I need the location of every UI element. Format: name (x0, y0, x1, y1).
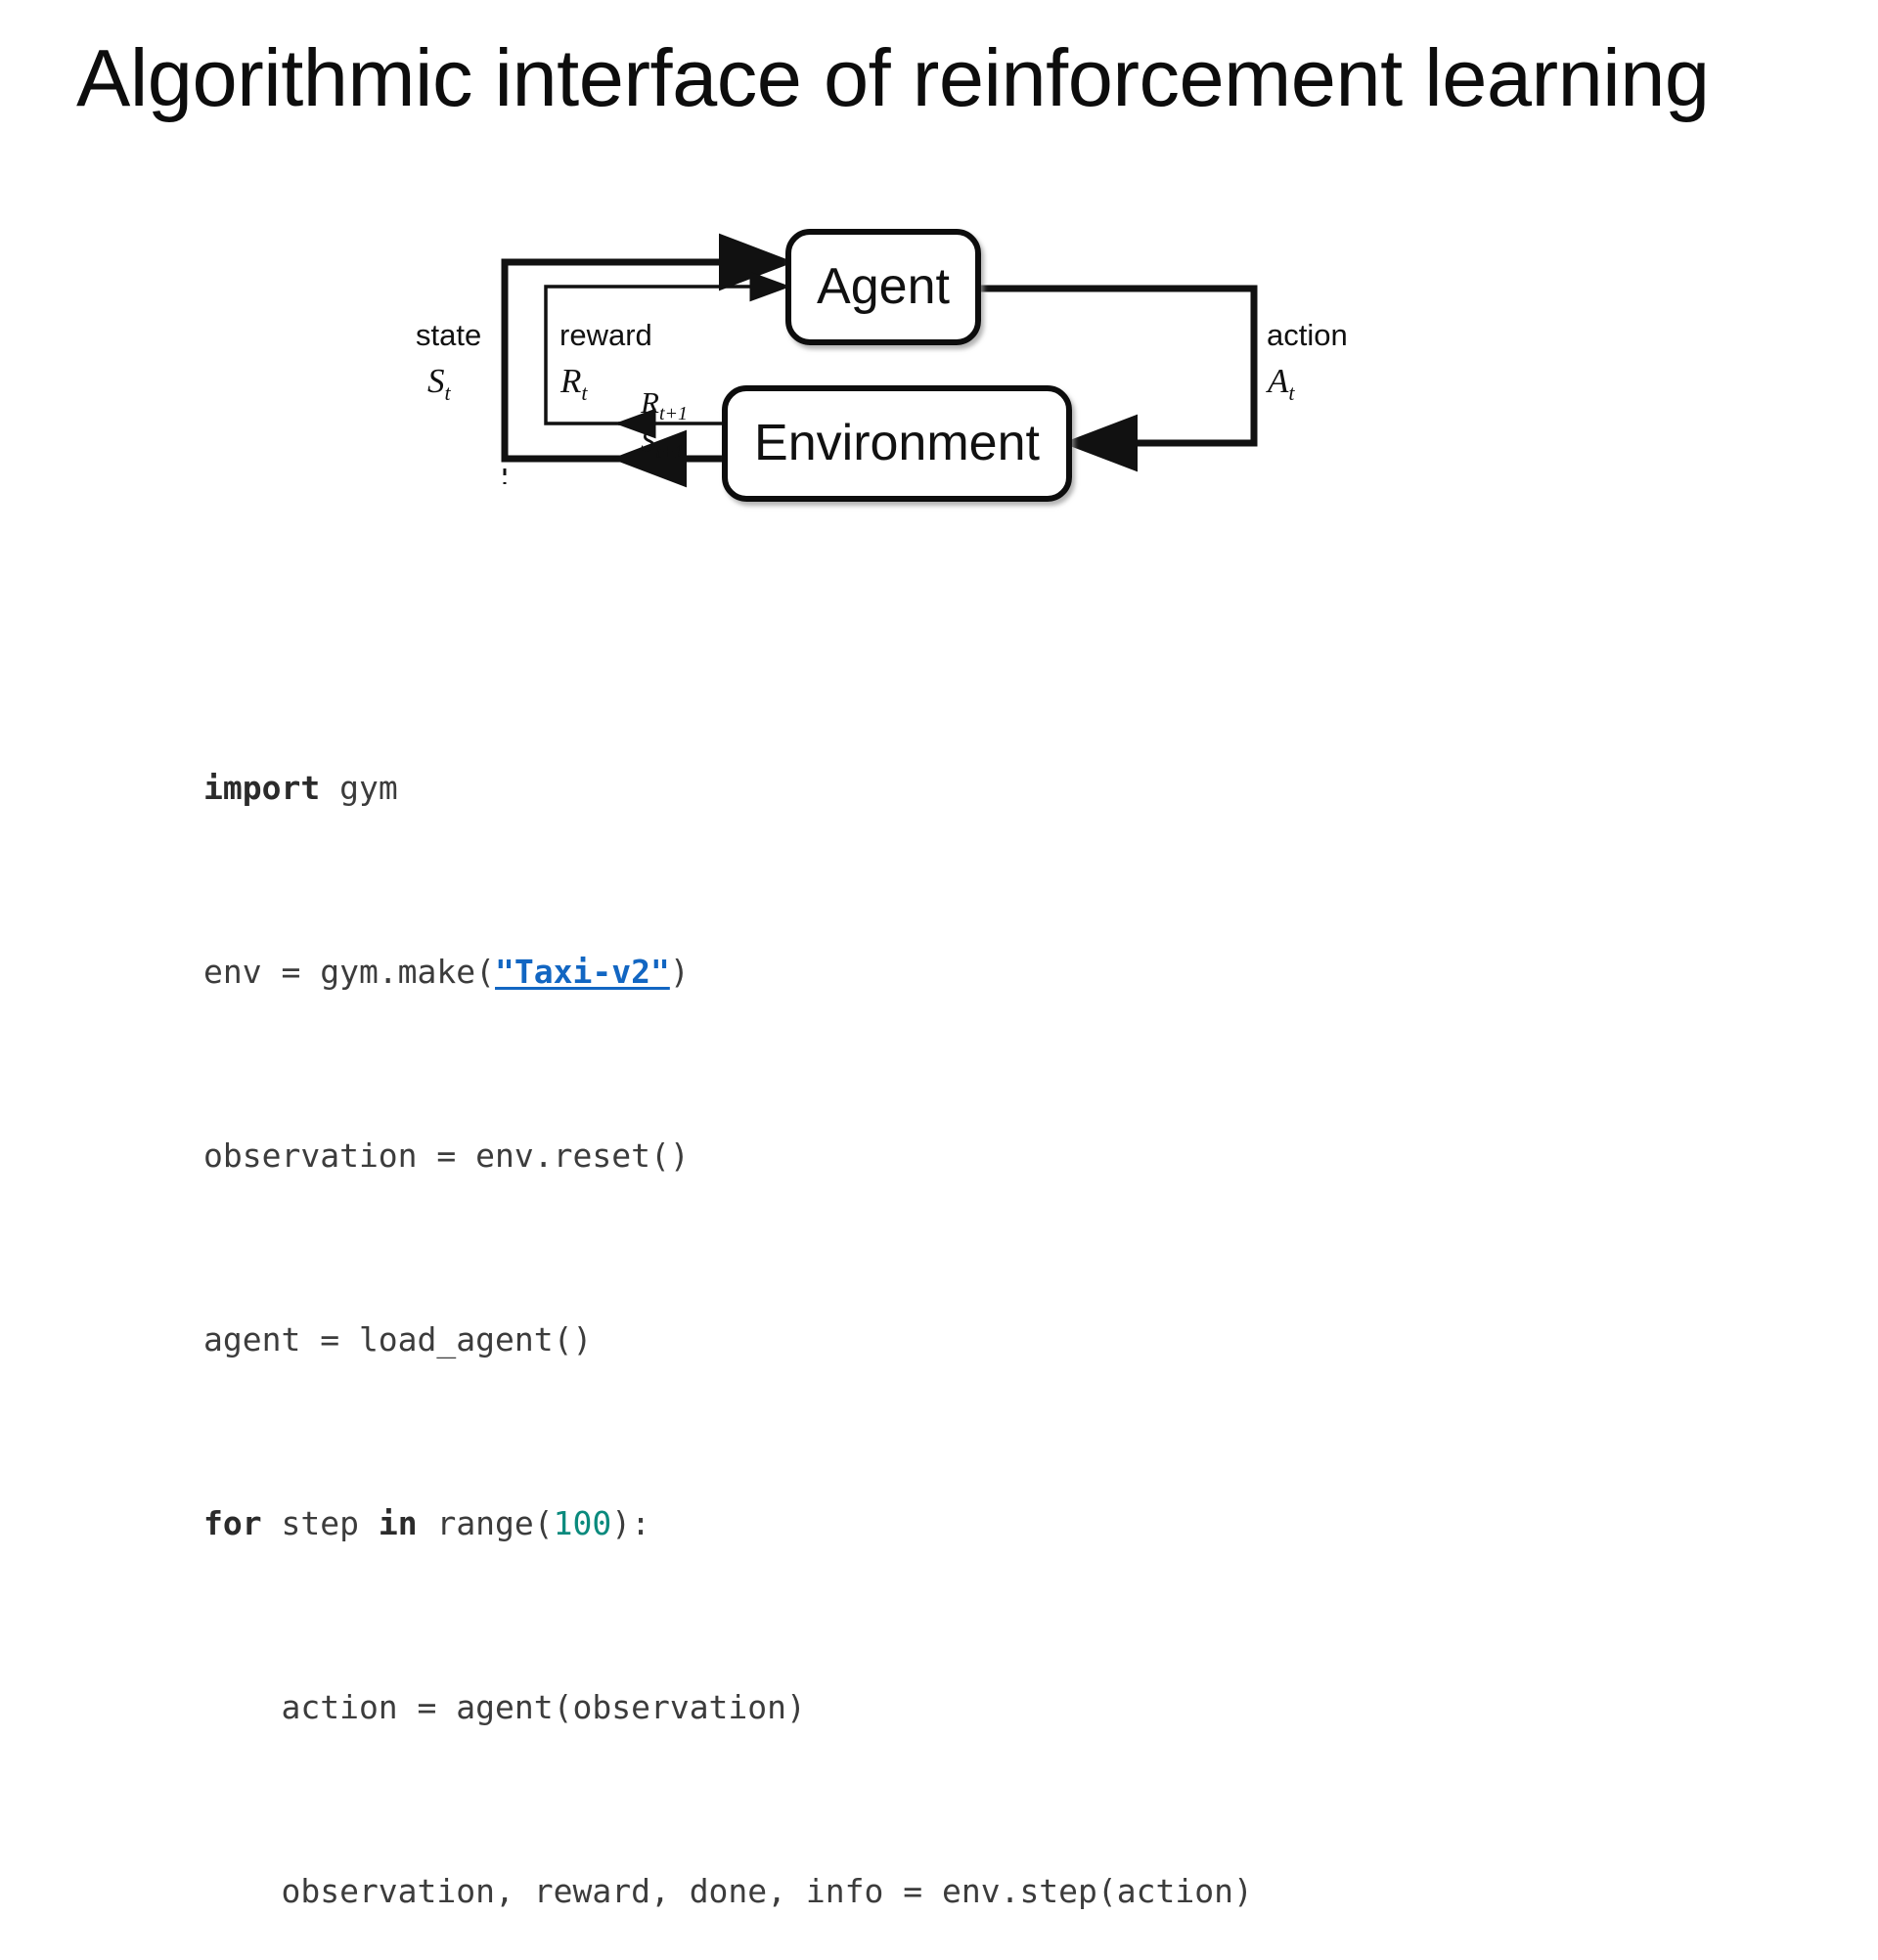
action-path (978, 285, 1258, 472)
code-text-colon: ): (611, 1504, 651, 1542)
keyword-in: in (378, 1504, 418, 1542)
page-title: Algorithmic interface of reinforcement l… (76, 32, 1710, 123)
reward-path (544, 271, 791, 425)
next-reward-label: Rt+1 (640, 385, 688, 424)
code-text-step: step (261, 1504, 379, 1542)
code-line-2: env = gym.make("Taxi-v2") (203, 949, 1253, 995)
number-100: 100 (553, 1504, 612, 1542)
reward-label-group: reward Rt (559, 318, 652, 405)
agent-node[interactable]: Agent (785, 229, 981, 345)
environment-node[interactable]: Environment (722, 385, 1072, 502)
code-text-env-make: env = gym.make( (203, 953, 496, 991)
reward-label-symbol: Rt (559, 362, 588, 405)
taxi-v2-link[interactable]: "Taxi-v2" (495, 953, 670, 991)
environment-node-label: Environment (754, 415, 1040, 471)
code-line-1: import gym (203, 765, 1253, 811)
code-line-7: observation, reward, done, info = env.st… (203, 1872, 1253, 1910)
code-line-6: action = agent(observation) (203, 1688, 806, 1726)
code-text-close-paren: ) (669, 953, 690, 991)
code-text-range: range( (417, 1504, 554, 1542)
state-label-symbol: St (427, 362, 452, 405)
state-path (501, 233, 794, 463)
action-label-word: action (1267, 318, 1348, 352)
code-line-5: for step in range(100): (203, 1500, 1253, 1546)
state-label-group: state St (416, 318, 481, 405)
agent-node-label: Agent (817, 258, 950, 315)
rl-loop-diagram: Agent Environment state St reward Rt act… (0, 186, 1526, 557)
action-label-symbol: At (1266, 362, 1295, 405)
keyword-import: import (203, 769, 321, 807)
reward-label-word: reward (559, 318, 652, 352)
code-line-4: agent = load_agent() (203, 1320, 593, 1359)
keyword-for: for (203, 1504, 262, 1542)
code-text-gym: gym (320, 769, 398, 807)
code-line-3: observation = env.reset() (203, 1136, 690, 1175)
next-state-label: St+1 (641, 423, 685, 463)
python-code-block: import gym env = gym.make("Taxi-v2") obs… (203, 673, 1253, 1960)
state-label-word: state (416, 318, 481, 352)
action-label-group: action At (1266, 318, 1348, 405)
